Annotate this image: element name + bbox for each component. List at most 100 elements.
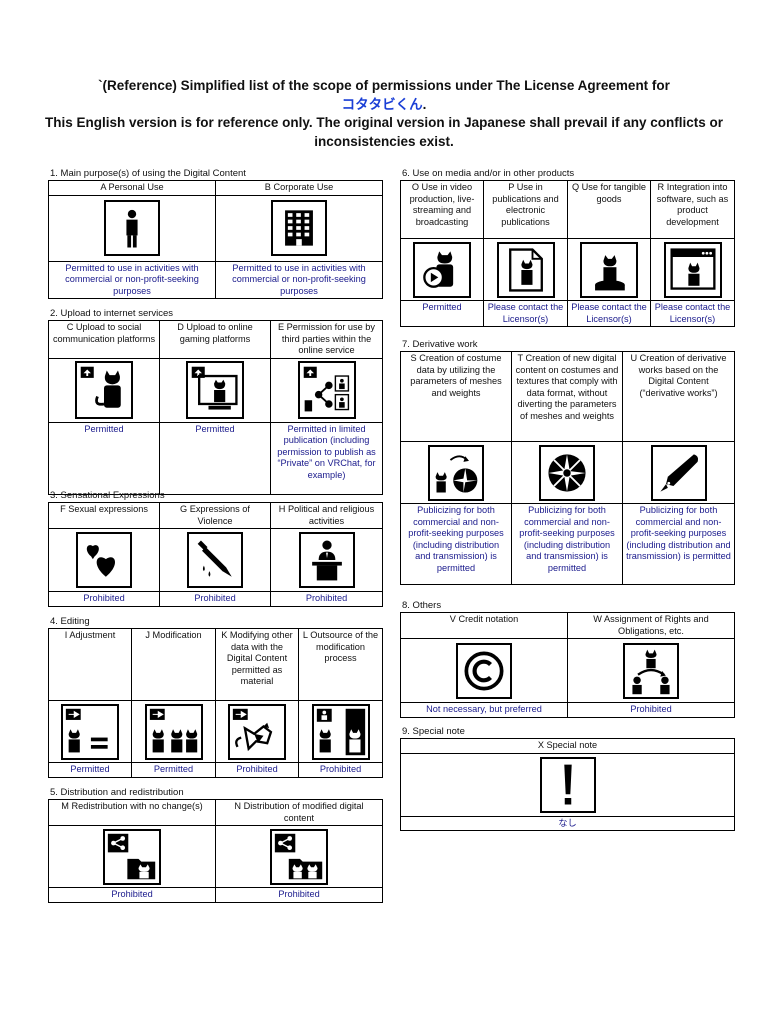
status-text: Prohibited xyxy=(567,702,735,718)
column-label: K Modifying other data with the Digital … xyxy=(215,628,299,701)
status-text: Permitted to use in activities with comm… xyxy=(48,260,216,299)
section-title: 4. Editing xyxy=(50,616,90,627)
upload-monitor-icon xyxy=(186,361,244,419)
section-title: 3. Sensational Expressions xyxy=(50,490,165,501)
pen-icon xyxy=(650,444,707,501)
copyright-icon xyxy=(456,642,512,699)
column-label: U Creation of derivative works based on … xyxy=(622,351,735,442)
section-title: 8. Others xyxy=(402,600,442,611)
section-distribution: 5. Distribution and redistribution M Red… xyxy=(48,787,383,903)
column-label: A Personal Use xyxy=(48,180,216,196)
hearts-icon xyxy=(76,532,132,588)
section-title: 5. Distribution and redistribution xyxy=(50,787,184,798)
adjust-icon xyxy=(61,703,119,760)
section-editing: 4. Editing I Adjustment J Modification K… xyxy=(48,616,383,778)
permission-table: X Special note なし xyxy=(400,738,735,831)
section-title: 2. Upload to internet services xyxy=(50,308,174,319)
section-title: 9. Special note xyxy=(402,726,465,737)
redistribute-icon xyxy=(103,828,161,885)
section-others: 8. Others V Credit notation W Assignment… xyxy=(400,600,735,718)
building-icon xyxy=(271,200,327,256)
permission-table: M Redistribution with no change(s) N Dis… xyxy=(48,799,383,903)
column-label: R Integration into software, such as pro… xyxy=(650,180,735,239)
column-label: V Credit notation xyxy=(400,612,568,639)
permission-table: A Personal Use B Corporate Use Permitted… xyxy=(48,180,383,299)
column-label: O Use in video production, live-streamin… xyxy=(400,180,484,239)
section-media-use: 6. Use on media and/or in other products… xyxy=(400,168,735,327)
status-text: Permitted xyxy=(48,421,160,495)
document-cat-icon xyxy=(496,241,555,298)
column-label: C Upload to social communication platfor… xyxy=(48,320,160,359)
status-text: なし xyxy=(400,815,735,831)
column-label: X Special note xyxy=(400,738,735,754)
column-label: F Sexual expressions xyxy=(48,502,160,529)
fabric-icon xyxy=(539,444,595,501)
person-icon xyxy=(104,200,160,256)
status-text: Permitted xyxy=(48,762,132,778)
permission-table: O Use in video production, live-streamin… xyxy=(400,180,735,327)
modify-icon xyxy=(144,703,203,760)
product-name: コタタビくん xyxy=(341,96,423,112)
section-main-purpose: 1. Main purpose(s) of using the Digital … xyxy=(48,168,383,299)
status-text: Prohibited xyxy=(298,762,383,778)
column-label: S Creation of costume data by utilizing … xyxy=(400,351,512,442)
permission-table: V Credit notation W Assignment of Rights… xyxy=(400,612,735,718)
podium-icon xyxy=(298,532,355,588)
column-label: J Modification xyxy=(131,628,216,701)
status-text: Please contact the Licensor(s) xyxy=(650,300,735,327)
section-title: 1. Main purpose(s) of using the Digital … xyxy=(50,168,246,179)
status-text: Prohibited xyxy=(215,762,299,778)
status-text: Prohibited xyxy=(159,591,271,607)
redistribute-modified-icon xyxy=(270,828,328,885)
column-label: W Assignment of Rights and Obligations, … xyxy=(567,612,735,639)
status-text: Prohibited xyxy=(48,591,160,607)
knife-icon xyxy=(187,532,243,588)
exclamation-icon xyxy=(539,756,596,813)
column-label: H Political and religious activities xyxy=(270,502,383,529)
title-line-1: `(Reference) Simplified list of the scop… xyxy=(98,78,670,93)
outsource-icon xyxy=(311,703,370,760)
permission-table: S Creation of costume data by utilizing … xyxy=(400,351,735,585)
permission-table: C Upload to social communication platfor… xyxy=(48,320,383,495)
status-text: Permitted to use in activities with comm… xyxy=(215,260,383,299)
status-text: Prohibited xyxy=(270,591,383,607)
upload-cat-icon xyxy=(75,361,133,419)
column-label: M Redistribution with no change(s) xyxy=(48,799,216,826)
section-special-note: 9. Special note X Special note なし xyxy=(400,726,735,831)
column-label: G Expressions of Violence xyxy=(159,502,271,529)
document-header: `(Reference) Simplified list of the scop… xyxy=(20,77,748,151)
title-line-3: This English version is for reference on… xyxy=(45,115,723,130)
share-users-icon xyxy=(297,361,356,419)
title-line-4: inconsistencies exist. xyxy=(314,133,454,149)
column-label: Q Use for tangible goods xyxy=(567,180,651,239)
status-text: Permitted xyxy=(131,762,216,778)
column-label: E Permission for use by third parties wi… xyxy=(270,320,383,359)
status-text: Prohibited xyxy=(48,887,216,903)
column-label: N Distribution of modified digital conte… xyxy=(215,799,383,826)
status-text: Please contact the Licensor(s) xyxy=(567,300,651,327)
column-label: T Creation of new digital content on cos… xyxy=(511,351,623,442)
status-text: Publicizing for both commercial and non-… xyxy=(622,503,735,585)
section-title: 6. Use on media and/or in other products xyxy=(402,168,575,179)
status-text: Not necessary, but preferred xyxy=(400,702,568,718)
section-derivative-work: 7. Derivative work S Creation of costume… xyxy=(400,339,735,585)
material-icon xyxy=(228,703,286,760)
section-title: 7. Derivative work xyxy=(402,339,478,350)
video-cat-icon xyxy=(413,241,471,298)
column-label: P Use in publications and electronic pub… xyxy=(483,180,568,239)
status-text: Permitted xyxy=(159,421,271,495)
column-label: L Outsource of the modification process xyxy=(298,628,383,701)
column-label: B Corporate Use xyxy=(215,180,383,196)
column-label: I Adjustment xyxy=(48,628,132,701)
section-upload: 2. Upload to internet services C Upload … xyxy=(48,308,383,495)
section-sensational: 3. Sensational Expressions F Sexual expr… xyxy=(48,490,383,607)
status-text: Please contact the Licensor(s) xyxy=(483,300,568,327)
status-text: Permitted xyxy=(400,300,484,327)
status-text: Publicizing for both commercial and non-… xyxy=(511,503,623,585)
status-text: Permitted in limited publication (includ… xyxy=(270,421,383,495)
software-cat-icon xyxy=(663,241,722,298)
permission-table: I Adjustment J Modification K Modifying … xyxy=(48,628,383,778)
column-label: D Upload to online gaming platforms xyxy=(159,320,271,359)
transfer-icon xyxy=(623,642,679,699)
costume-icon xyxy=(428,444,484,501)
